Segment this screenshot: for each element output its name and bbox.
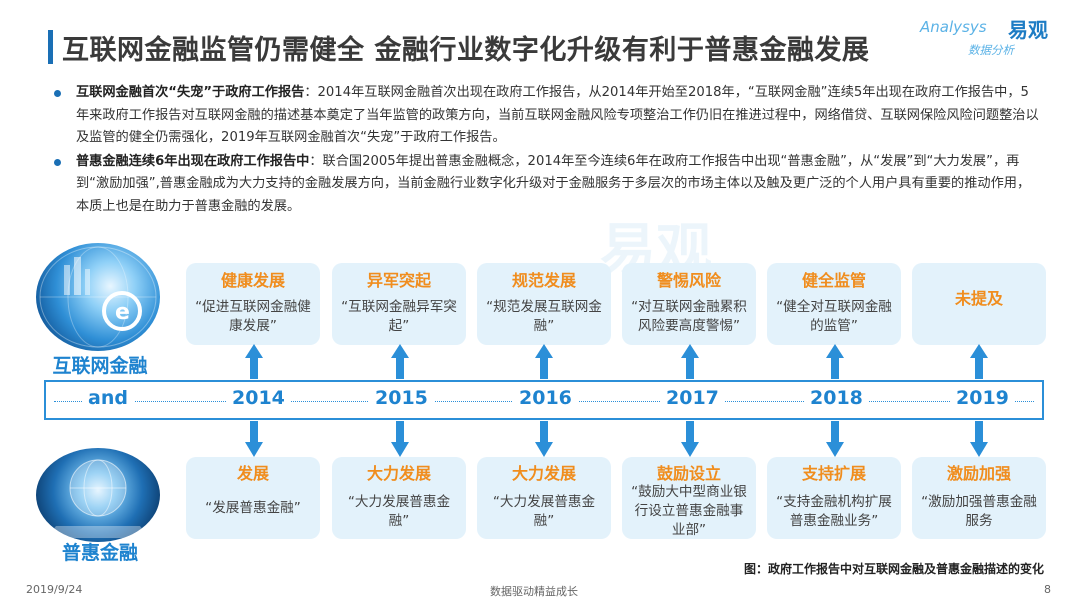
- bullet-item: 互联网金融首次“失宠”于政府工作报告：2014年互联网金融首次出现在政府工作报告…: [52, 82, 1042, 150]
- bullet-dot-icon: [54, 90, 61, 97]
- internet-finance-card: 健康发展 “促进互联网金融健康发展”: [186, 263, 320, 345]
- timeline-year: 2019: [950, 387, 1015, 409]
- inclusive-finance-label: 普惠金融: [61, 542, 138, 564]
- timeline-year: 2016: [513, 387, 578, 409]
- card-text: “鼓励大中型商业银行设立普惠金融事业部”: [631, 484, 747, 538]
- globe-icon: e: [39, 246, 157, 348]
- inclusive-finance-card: 激励加强 “激励加强普惠金融服务: [912, 457, 1046, 539]
- arrow-down-icon: [391, 421, 409, 457]
- internet-finance-card: 未提及: [912, 263, 1046, 345]
- timeline-year: 2017: [660, 387, 725, 409]
- footer-date: 2019/9/24: [26, 583, 83, 596]
- bullet-text: ：联合国2005年提出普惠金融概念，2014年至今连续6年在政府工作报告中出现“…: [76, 153, 1031, 214]
- card-title: 未提及: [954, 289, 1003, 308]
- arrow-down-icon: [970, 421, 988, 457]
- arrow-down-icon: [826, 421, 844, 457]
- card-title: 大力发展: [366, 464, 431, 483]
- year-timeline: and 2014 2015 2016 2017 2018 2019: [44, 380, 1044, 420]
- arrow-up-icon: [535, 344, 553, 379]
- card-text: “互联网金融异军突起”: [341, 299, 457, 334]
- arrow-down-icon: [535, 421, 553, 457]
- page-number: 8: [1044, 583, 1051, 596]
- arrow-up-icon: [681, 344, 699, 379]
- logo-brand-cn: 易观: [1008, 18, 1048, 42]
- internet-finance-card: 警惕风险 “对互联网金融累积风险要高度警惕”: [622, 263, 756, 345]
- card-title: 异军突起: [366, 271, 431, 290]
- logo-brand-en: Analysys: [920, 18, 987, 36]
- internet-finance-label: 互联网金融: [52, 355, 148, 377]
- bullet-text: ：2014年互联网金融首次出现在政府工作报告，从2014年开始至2018年，“互…: [76, 85, 1039, 145]
- card-text: “发展普惠金融”: [205, 500, 301, 516]
- card-text: “大力发展普惠金融”: [347, 494, 451, 529]
- arrow-down-icon: [681, 421, 699, 457]
- card-text: “激励加强普惠金融服务: [921, 494, 1037, 529]
- timeline-year: 2015: [369, 387, 434, 409]
- figure-caption: 图：政府工作报告中对互联网金融及普惠金融描述的变化: [743, 562, 1044, 576]
- card-title: 规范发展: [511, 271, 576, 290]
- card-text: “促进互联网金融健康发展”: [195, 299, 311, 334]
- internet-finance-globe-image: e: [36, 243, 160, 351]
- card-text: “健全对互联网金融的监管”: [776, 299, 892, 334]
- internet-finance-card: 规范发展 “规范发展互联网金融”: [477, 263, 611, 345]
- arrow-up-icon: [245, 344, 263, 379]
- inclusive-finance-card: 发展 “发展普惠金融”: [186, 457, 320, 539]
- timeline-and-label: and: [82, 387, 134, 409]
- bullet-list: 互联网金融首次“失宠”于政府工作报告：2014年互联网金融首次出现在政府工作报告…: [52, 82, 1042, 219]
- svg-text:e: e: [115, 300, 130, 325]
- card-text: “支持金融机构扩展普惠金融业务”: [776, 494, 892, 529]
- card-title: 激励加强: [946, 464, 1011, 483]
- title-accent-bar: [48, 30, 53, 64]
- bullet-heading: 普惠金融连续6年出现在政府工作报告中: [76, 153, 310, 169]
- arrow-up-icon: [826, 344, 844, 379]
- card-title: 健全监管: [801, 271, 866, 290]
- card-title: 警惕风险: [656, 271, 721, 290]
- timeline-year: 2018: [804, 387, 869, 409]
- internet-finance-card: 异军突起 “互联网金融异军突起”: [332, 263, 466, 345]
- card-title: 支持扩展: [801, 464, 866, 483]
- arrow-up-icon: [391, 344, 409, 379]
- bullet-dot-icon: [54, 158, 61, 166]
- inclusive-finance-card: 鼓励设立 “鼓励大中型商业银行设立普惠金融事业部”: [622, 457, 756, 539]
- card-text: “对互联网金融累积风险要高度警惕”: [631, 299, 747, 334]
- brand-logo: Analysys 易观 数据分析: [920, 12, 1060, 68]
- arrow-up-icon: [970, 344, 988, 379]
- inclusive-finance-card: 大力发展 “大力发展普惠金融”: [477, 457, 611, 539]
- card-title: 大力发展: [511, 464, 576, 483]
- card-text: “规范发展互联网金融”: [486, 299, 602, 334]
- logo-tagline: 数据分析: [968, 43, 1014, 57]
- laptop-globe-icon: [46, 459, 150, 538]
- footer-slogan: 数据驱动精益成长: [490, 585, 578, 598]
- internet-finance-card: 健全监管 “健全对互联网金融的监管”: [767, 263, 901, 345]
- arrow-down-icon: [245, 421, 263, 457]
- card-title: 鼓励设立: [656, 464, 721, 483]
- timeline-year: 2014: [226, 387, 291, 409]
- inclusive-finance-card: 大力发展 “大力发展普惠金融”: [332, 457, 466, 539]
- bullet-heading: 互联网金融首次“失宠”于政府工作报告: [76, 85, 305, 100]
- card-text: “大力发展普惠金融”: [492, 494, 596, 529]
- inclusive-finance-card: 支持扩展 “支持金融机构扩展普惠金融业务”: [767, 457, 901, 539]
- card-title: 健康发展: [220, 271, 285, 290]
- card-title: 发展: [236, 464, 269, 483]
- page-title: 互联网金融监管仍需健全 金融行业数字化升级有利于普惠金融发展: [62, 35, 870, 66]
- inclusive-finance-globe-image: [36, 448, 160, 542]
- bullet-item: 普惠金融连续6年出现在政府工作报告中：联合国2005年提出普惠金融概念，2014…: [52, 151, 1042, 219]
